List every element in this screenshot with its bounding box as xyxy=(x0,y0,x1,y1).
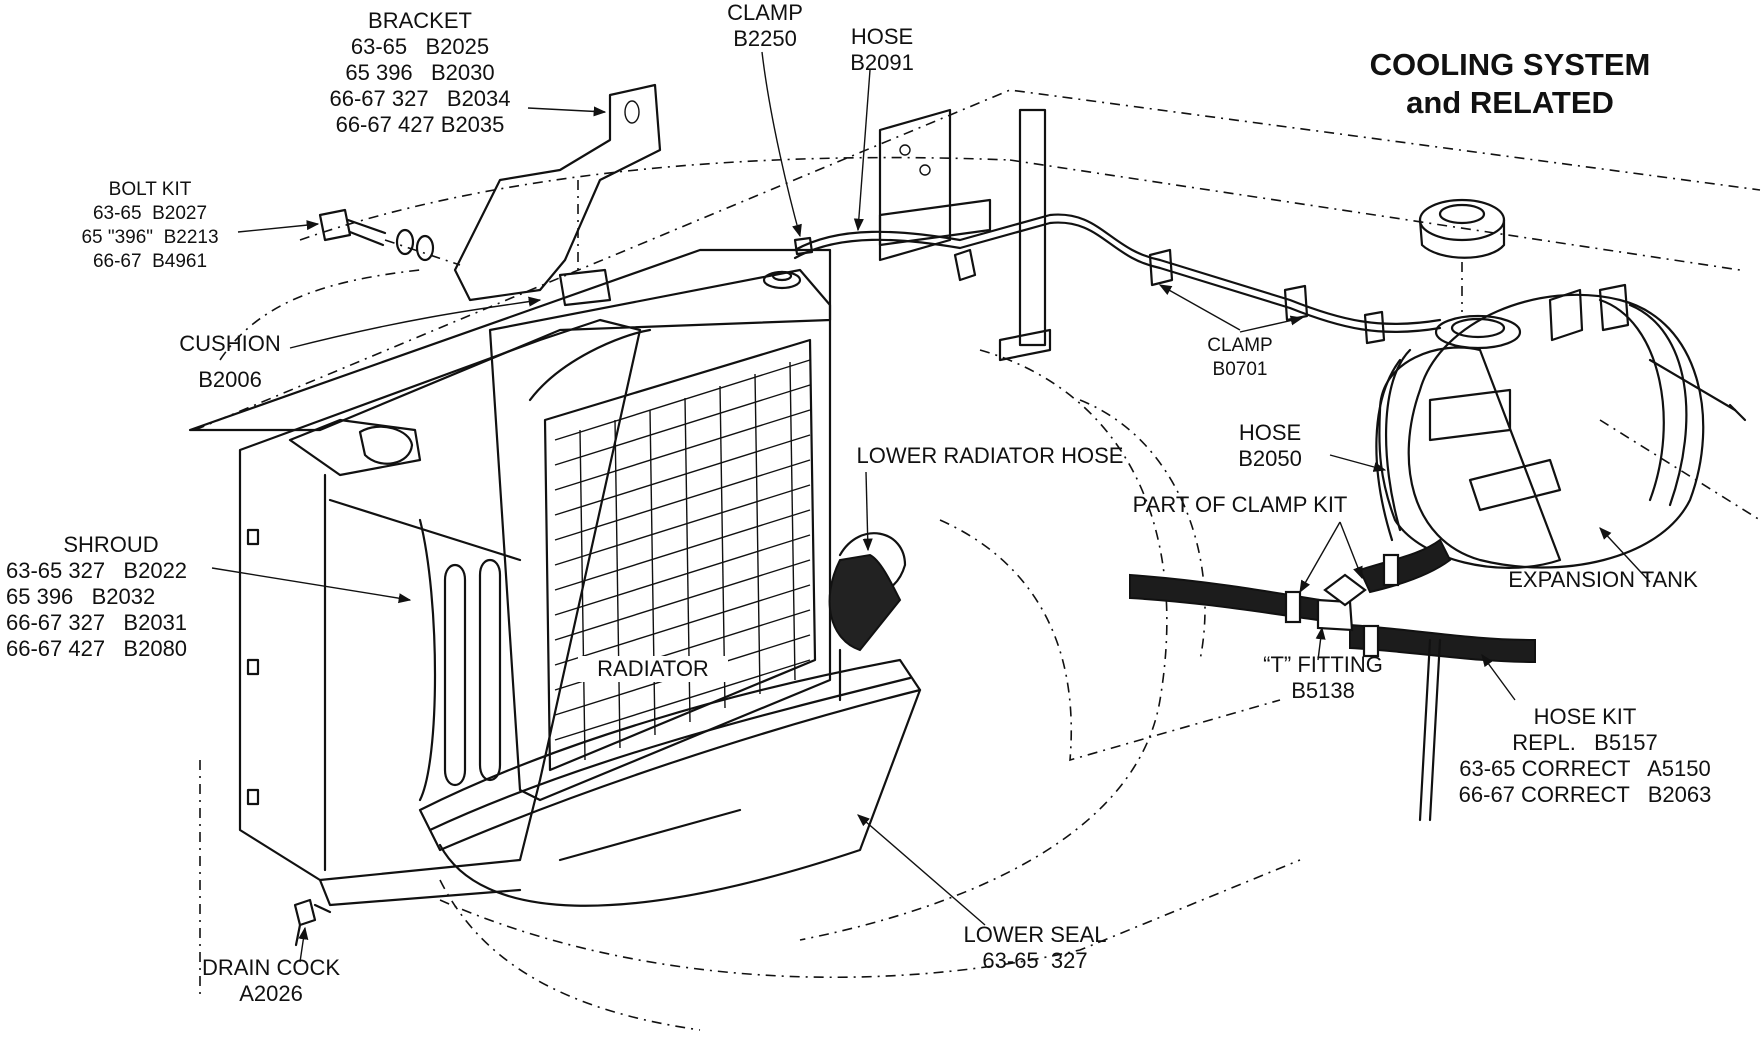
label-name: “T” FITTING xyxy=(1263,652,1383,677)
label-part: B2091 xyxy=(850,50,914,75)
shroud-label: SHROUD 63-65 327 B2022 65 396 B2032 66-6… xyxy=(6,532,216,662)
label-part: A2026 xyxy=(239,981,303,1006)
label-name: BRACKET xyxy=(368,8,472,33)
expansion-tank xyxy=(1378,283,1747,569)
label-row: 65 396 B2030 xyxy=(345,60,495,85)
label-name: LOWER SEAL xyxy=(963,922,1107,947)
bolt-kit xyxy=(318,208,461,266)
hose-kit-label: HOSE KIT REPL. B5157 63-65 CORRECT A5150… xyxy=(1430,704,1740,808)
title-line-1: COOLING SYSTEM xyxy=(1369,47,1651,82)
label-part: B0701 xyxy=(1212,359,1268,380)
t-fitting-label: “T” FITTING B5138 xyxy=(1238,652,1408,704)
part-of-clamp-kit-label: PART OF CLAMP KIT xyxy=(1110,492,1370,518)
leader-lines xyxy=(211,51,1651,963)
label-name: BOLT KIT xyxy=(108,179,192,200)
label-row: 63-65 CORRECT A5150 xyxy=(1459,756,1711,781)
label-name: LOWER RADIATOR HOSE xyxy=(856,443,1124,468)
label-name: CUSHION xyxy=(179,331,281,356)
clamp-b2250-label: CLAMP B2250 xyxy=(710,0,820,52)
label-name: CLAMP xyxy=(1207,335,1273,356)
label-part: B2050 xyxy=(1238,446,1302,471)
label-part: B2006 xyxy=(198,367,262,392)
bolt-kit-label: BOLT KIT 63-65 B2027 65 "396" B2213 66-6… xyxy=(50,178,250,274)
label-name: EXPANSION TANK xyxy=(1508,567,1698,592)
label-row: 66-67 327 B2031 xyxy=(6,610,188,635)
radiator-cap xyxy=(1418,198,1506,312)
label-row: 63-65 B2027 xyxy=(92,203,208,224)
label-name: HOSE xyxy=(850,24,914,49)
diagram-title: COOLING SYSTEM and RELATED xyxy=(1320,46,1700,122)
label-name: SHROUD xyxy=(63,532,159,557)
label-name: HOSE KIT xyxy=(1533,704,1637,729)
lower-seal xyxy=(418,658,922,907)
clamp-b0701-label: CLAMP B0701 xyxy=(1175,334,1305,382)
label-row: 63-65 327 B2022 xyxy=(6,558,188,583)
label-row: 63-65 B2025 xyxy=(350,34,490,59)
shroud xyxy=(238,318,642,907)
expansion-tank-label: EXPANSION TANK xyxy=(1488,567,1718,593)
body-outline xyxy=(194,89,1761,1031)
label-row: 66-67 B4961 xyxy=(92,251,208,272)
drain-cock xyxy=(293,898,332,947)
label-name: CLAMP xyxy=(727,0,803,25)
label-part: 63-65 327 xyxy=(982,948,1088,973)
lower-radiator-hose-label: LOWER RADIATOR HOSE xyxy=(830,443,1150,469)
label-name: RADIATOR xyxy=(597,656,709,681)
hose-b2091-label: HOSE B2091 xyxy=(832,24,932,76)
title-line-2: and RELATED xyxy=(1406,85,1614,120)
label-row: 66-67 427 B2035 xyxy=(335,112,505,137)
radiator xyxy=(488,268,832,802)
heater-hoses xyxy=(1129,348,1536,822)
label-name: HOSE xyxy=(1238,420,1302,445)
label-part: B5138 xyxy=(1291,678,1355,703)
hose-b2050-label: HOSE B2050 xyxy=(1220,420,1320,472)
overflow-hose xyxy=(793,213,1442,345)
label-part: B2250 xyxy=(733,26,797,51)
label-row: 65 396 B2032 xyxy=(6,584,156,609)
bracket xyxy=(453,83,662,307)
label-row: 66-67 327 B2034 xyxy=(329,86,511,111)
lower-seal-label: LOWER SEAL 63-65 327 xyxy=(950,922,1120,974)
bracket-label: BRACKET 63-65 B2025 65 396 B2030 66-67 3… xyxy=(310,8,530,138)
label-row: 66-67 CORRECT B2063 xyxy=(1458,782,1712,807)
drain-cock-label: DRAIN COCK A2026 xyxy=(186,955,356,1007)
lower-radiator-hose xyxy=(828,532,907,702)
radiator-core xyxy=(554,359,811,761)
radiator-label: RADIATOR xyxy=(578,656,728,682)
label-row: REPL. B5157 xyxy=(1512,730,1658,755)
label-name: PART OF CLAMP KIT xyxy=(1132,492,1348,517)
label-row: 66-67 427 B2080 xyxy=(6,636,188,661)
cushion-label: CUSHION B2006 xyxy=(160,326,300,398)
label-row: 65 "396" B2213 xyxy=(81,227,219,248)
label-name: DRAIN COCK xyxy=(201,955,341,980)
